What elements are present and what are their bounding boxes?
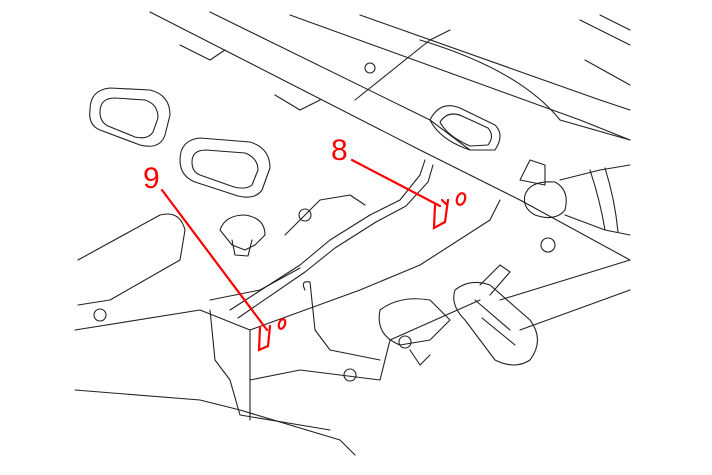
callout-9: 9 [143, 162, 287, 352]
leader-line-9 [160, 188, 269, 332]
hole-icon-8 [455, 192, 467, 206]
callout-label-9: 9 [143, 162, 160, 195]
hole-icon-9 [277, 318, 287, 330]
leader-line-8 [350, 158, 442, 208]
fastener-icon-8 [432, 198, 450, 230]
callout-label-8: 8 [331, 134, 348, 167]
callout-8: 8 [331, 134, 467, 230]
fastener-icon-9 [257, 324, 272, 352]
body-panel-lines [74, 11, 631, 456]
